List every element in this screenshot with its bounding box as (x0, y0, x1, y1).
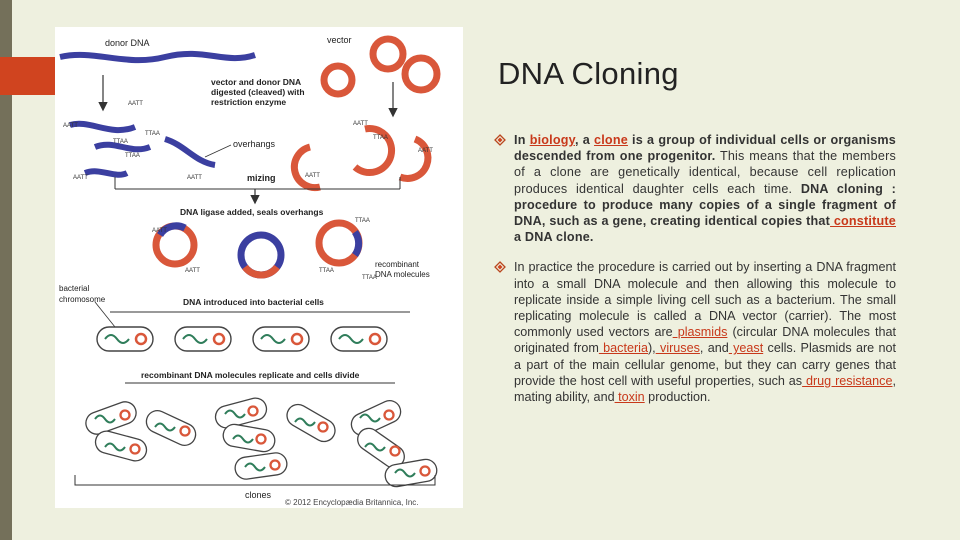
seq-aatt-9: AATT (185, 268, 200, 274)
donor-fragment-3 (163, 136, 216, 168)
label-donor-dna: donor DNA (105, 38, 150, 48)
seq-aatt-3: AATT (73, 175, 88, 181)
link-clone[interactable]: clone (594, 133, 628, 147)
seq-ttaa-2: TTAA (113, 139, 128, 145)
label-overhangs: overhangs (233, 139, 276, 149)
text-segment: DNA cloning : procedure to produce many … (514, 181, 896, 229)
seq-ttaa-6: TTAA (319, 268, 334, 274)
text-segment: ), (647, 341, 656, 356)
label-dna-molecules: DNA molecules (375, 270, 430, 279)
label-vector: vector (327, 35, 352, 45)
text-segment: This means that the members of a clone a… (514, 149, 896, 196)
link-drug[interactable]: drug (802, 373, 836, 388)
seq-aatt-6: AATT (418, 148, 433, 154)
donor-fragment-4 (83, 168, 129, 178)
clone-colonies (85, 397, 438, 488)
text-segment: (circular DNA molecules that originated … (514, 325, 896, 356)
copyright-notice: © 2012 Encyclopædia Britannica, Inc. (285, 498, 419, 507)
link-viruses[interactable]: viruses (655, 341, 700, 356)
label-clones: clones (245, 490, 272, 500)
label-recombinant: recombinant (375, 260, 420, 269)
seq-aatt-5: AATT (353, 121, 368, 127)
text-segment: a DNA clone. (514, 230, 594, 245)
bullet-list: In biology, a clone is a group of indivi… (494, 132, 896, 419)
bacterial-cells-row (96, 326, 388, 352)
label-mizing: mizing (247, 173, 276, 183)
label-replicate: recombinant DNA molecules replicate and … (141, 370, 360, 380)
seq-ttaa-4: TTAA (373, 135, 388, 141)
text-segment: In (514, 133, 530, 147)
seq-aatt-1: AATT (128, 101, 143, 107)
text-segment: , a (574, 133, 595, 147)
left-accent-bar (0, 0, 12, 540)
clones-bracket (74, 475, 436, 486)
link-plasmids[interactable]: plasmids (672, 325, 728, 340)
diamond-bullet-icon (494, 134, 506, 146)
seq-aatt-8: AATT (152, 228, 167, 234)
seq-ttaa-1: TTAA (145, 131, 160, 137)
recombinant-plasmid-3 (315, 219, 363, 267)
seq-aatt-2: AATT (63, 123, 78, 129)
donor-fragment-2 (93, 141, 152, 153)
link-constitute[interactable]: constitute (830, 214, 896, 229)
seq-ttaa-7: TTAA (362, 275, 377, 281)
vector-plasmid-1 (369, 35, 407, 73)
text-segment: , mating ability, and (514, 373, 896, 405)
link-toxin[interactable]: toxin (614, 390, 645, 405)
seq-aatt-4: AATT (187, 175, 202, 181)
label-vector-and-donor: vector and donor DNA (211, 77, 301, 87)
overhangs-pointer (204, 144, 232, 158)
link-biology[interactable]: biology (529, 133, 575, 147)
donor-fragment-1 (69, 120, 137, 134)
link-resistance[interactable]: resistance (835, 373, 893, 388)
diamond-bullet-icon (494, 261, 506, 274)
bullet-item-clone-definition: In biology, a clone is a group of indivi… (494, 132, 896, 245)
opened-vector-3 (398, 135, 432, 182)
seq-ttaa-3: TTAA (125, 153, 140, 159)
text-segment: is a group of individual cells or organi… (514, 133, 896, 164)
label-introduced: DNA introduced into bacterial cells (183, 297, 324, 307)
label-restriction-enzyme: restriction enzyme (211, 97, 286, 107)
seq-aatt-7: AATT (305, 173, 320, 179)
red-accent-tab (0, 57, 55, 95)
vector-plasmid-3 (401, 54, 441, 94)
recombinant-plasmid-1 (152, 222, 198, 268)
text-segment: In practice the procedure is carried out… (514, 260, 896, 340)
bullet-item-procedure: In practice the procedure is carried out… (494, 259, 896, 405)
donor-dna-strand (59, 50, 256, 64)
opened-vector-1 (352, 125, 396, 177)
link-yeast[interactable]: yeast (728, 341, 764, 356)
label-bacterial: bacterial (59, 284, 89, 293)
text-segment: production. (644, 390, 711, 405)
link-bacteria[interactable]: bacteria (598, 341, 648, 356)
vector-plasmid-2 (320, 62, 356, 98)
slide-title: DNA Cloning (498, 56, 679, 91)
dna-cloning-illustration: donor DNA vector vector and donor DNA di… (59, 35, 441, 507)
text-segment: , and (699, 341, 729, 356)
text-segment: cells. Plasmids are not a part of the ma… (514, 341, 897, 388)
label-ligase: DNA ligase added, seals overhangs (180, 207, 324, 217)
chromosome-pointer (94, 301, 116, 328)
label-digested: digested (cleaved) with (211, 87, 305, 97)
label-chromosome: chromosome (59, 295, 106, 304)
opened-vector-2 (290, 143, 321, 192)
dna-cloning-diagram: donor DNA vector vector and donor DNA di… (55, 27, 463, 508)
seq-ttaa-5: TTAA (355, 218, 370, 224)
recombinant-plasmid-2 (237, 231, 285, 279)
